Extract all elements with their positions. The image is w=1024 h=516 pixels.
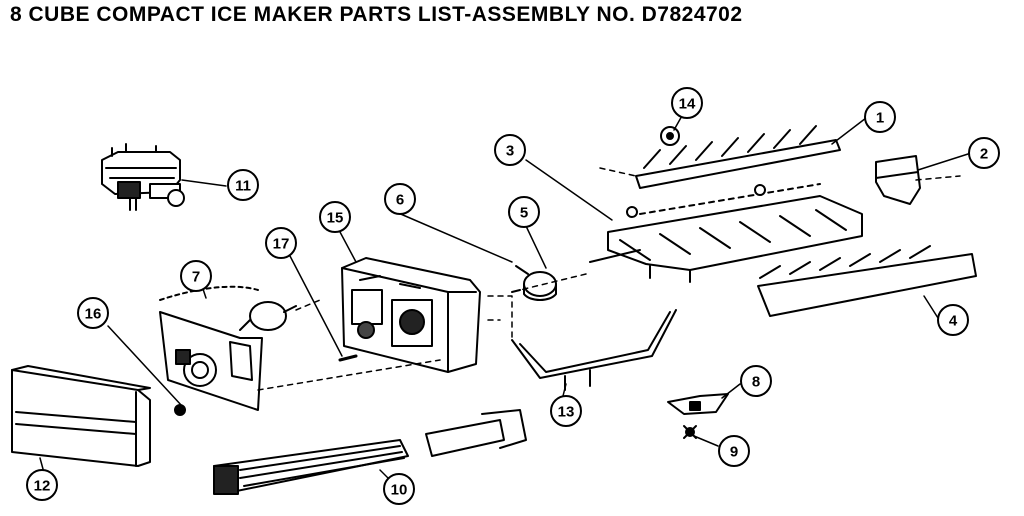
part-support xyxy=(875,155,921,205)
callout-5: 5 xyxy=(520,205,528,222)
callout-circles xyxy=(26,87,1000,505)
part-heater xyxy=(213,409,527,495)
diagram-title: 8 CUBE COMPACT ICE MAKER PARTS LIST-ASSE… xyxy=(10,3,743,26)
part-small-screw xyxy=(174,404,186,416)
callout-11: 11 xyxy=(235,178,251,195)
part-pin xyxy=(338,354,358,362)
callout-6: 6 xyxy=(396,192,404,209)
callout-8: 8 xyxy=(752,374,760,391)
callout-7: 7 xyxy=(192,269,200,286)
part-stripper xyxy=(635,125,841,189)
callout-13: 13 xyxy=(558,404,575,421)
part-shield xyxy=(757,245,977,317)
callout-12: 12 xyxy=(34,478,51,495)
callout-2: 2 xyxy=(980,146,988,163)
callout-15: 15 xyxy=(327,210,344,227)
part-control-housing xyxy=(341,257,481,373)
callout-1: 1 xyxy=(876,110,884,127)
part-water-valve xyxy=(101,143,185,211)
callout-14: 14 xyxy=(679,96,696,113)
callout-16: 16 xyxy=(85,306,102,323)
part-mounting-plate xyxy=(159,285,297,411)
part-front-cover xyxy=(11,365,151,467)
callout-10: 10 xyxy=(391,482,408,499)
part-thermostat xyxy=(511,265,557,301)
callout-3: 3 xyxy=(506,143,514,160)
part-fill-cup xyxy=(667,393,729,415)
part-shutoff-arm xyxy=(511,309,677,391)
assembly-guide-lines xyxy=(257,167,961,391)
callout-4: 4 xyxy=(949,313,958,330)
callout-9: 9 xyxy=(730,444,738,461)
callout-17: 17 xyxy=(273,236,290,253)
part-bearing xyxy=(660,126,680,146)
part-ice-mold xyxy=(589,183,863,283)
